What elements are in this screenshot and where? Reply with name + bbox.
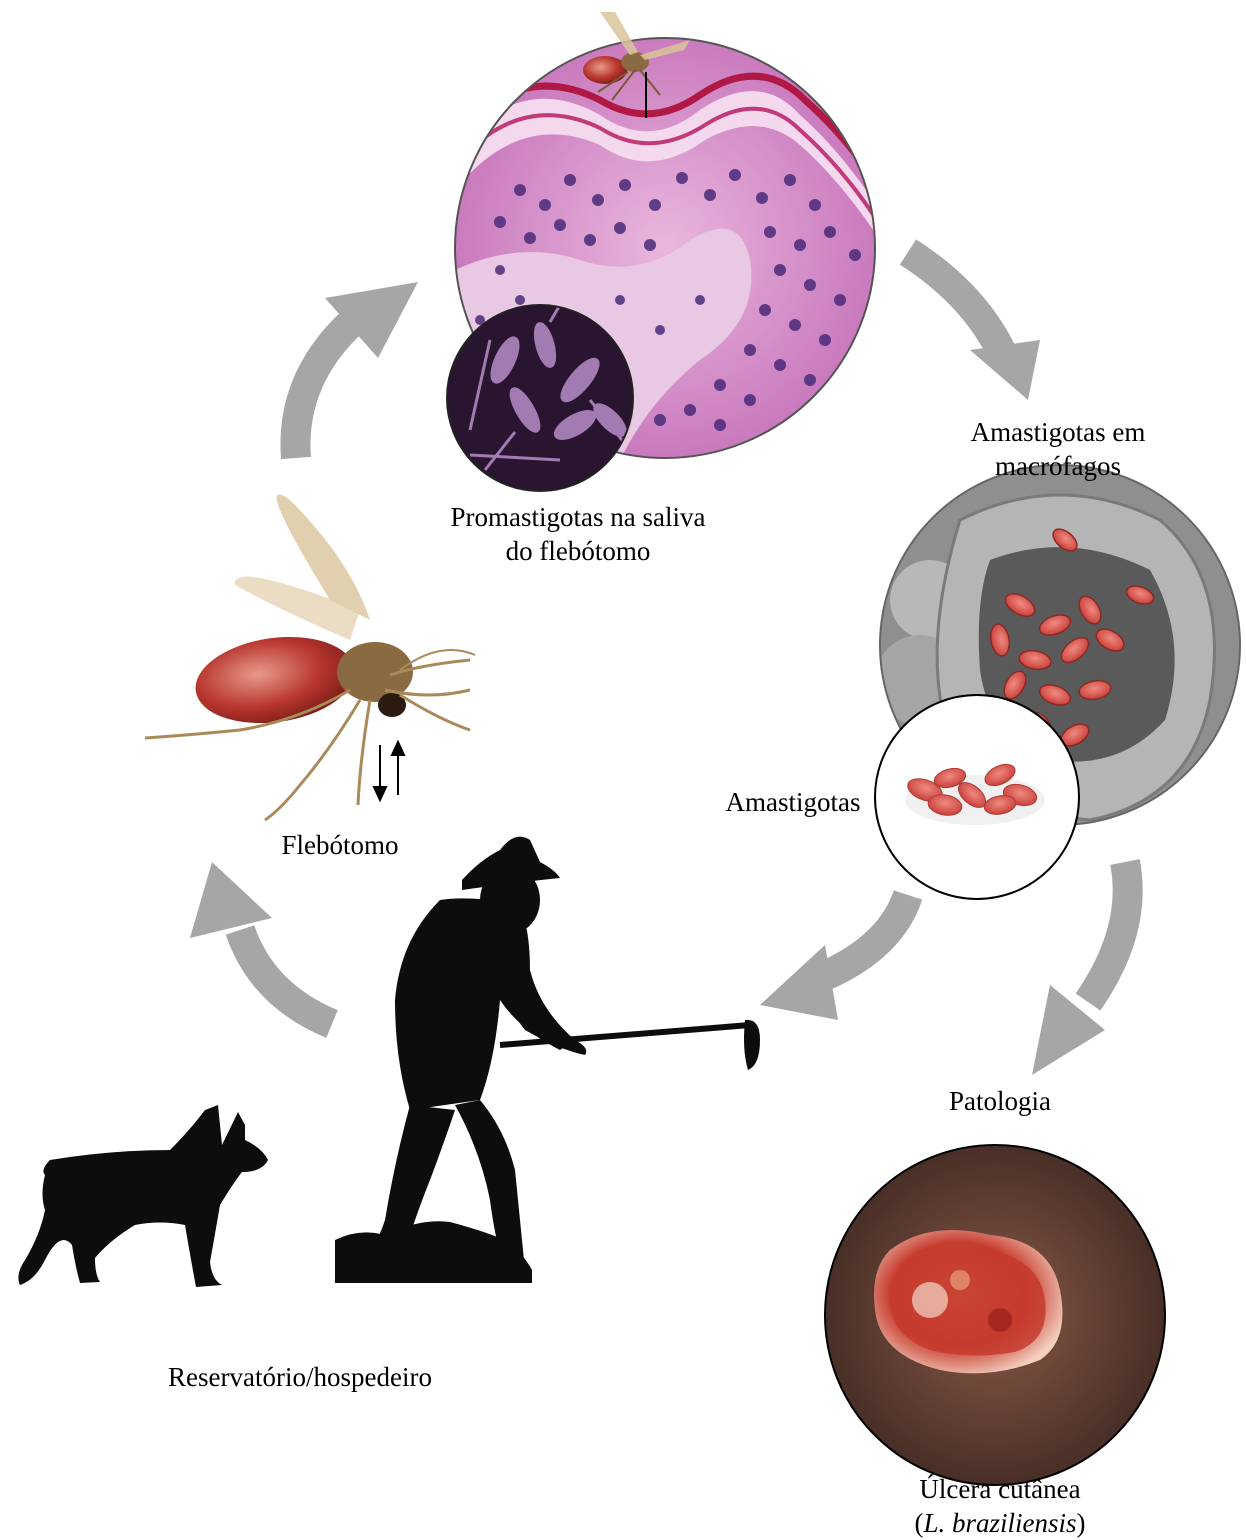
amastigotes-macrophages-label-line1: Amastigotas em: [948, 415, 1168, 449]
dog-silhouette: [18, 1105, 268, 1287]
feeding-arrows-icon: [374, 742, 404, 800]
pathology-label: Patologia: [920, 1084, 1080, 1118]
sandfly-label: Flebótomo: [250, 828, 430, 862]
ulcer-species: L. braziliensis: [923, 1508, 1076, 1538]
arrow-sandfly-to-skin: [295, 282, 418, 458]
arrow-host-to-sandfly: [190, 862, 332, 1024]
arrow-skin-to-macrophages: [908, 252, 1040, 400]
ulcer-paren-close: ): [1077, 1508, 1086, 1538]
amastigotes-image: [875, 695, 1079, 899]
reservoir-host-label: Reservatório/hospedeiro: [130, 1360, 470, 1394]
amastigotes-label: Amastigotas: [708, 785, 878, 819]
sandfly-icon: [145, 494, 475, 820]
ulcer-label-line2: (L. braziliensis): [880, 1506, 1120, 1540]
ulcer-label-line1: Úlcera cutânea: [880, 1472, 1120, 1506]
arrow-amastigotes-to-host: [760, 895, 908, 1020]
promastigotes-label-line2: do flebótomo: [428, 534, 728, 568]
man-silhouette: [335, 837, 760, 1283]
promastigotes-label: Promastigotas na saliva do flebótomo: [428, 500, 728, 568]
amastigotes-macrophages-label-line2: macrófagos: [948, 449, 1168, 483]
ulcer-image: [825, 1145, 1165, 1485]
arrow-amastigotes-to-pathology: [1032, 862, 1128, 1075]
promastigotes-label-line1: Promastigotas na saliva: [428, 500, 728, 534]
amastigotes-macrophages-label: Amastigotas em macrófagos: [948, 415, 1168, 483]
ulcer-label: Úlcera cutânea (L. braziliensis): [880, 1472, 1120, 1540]
